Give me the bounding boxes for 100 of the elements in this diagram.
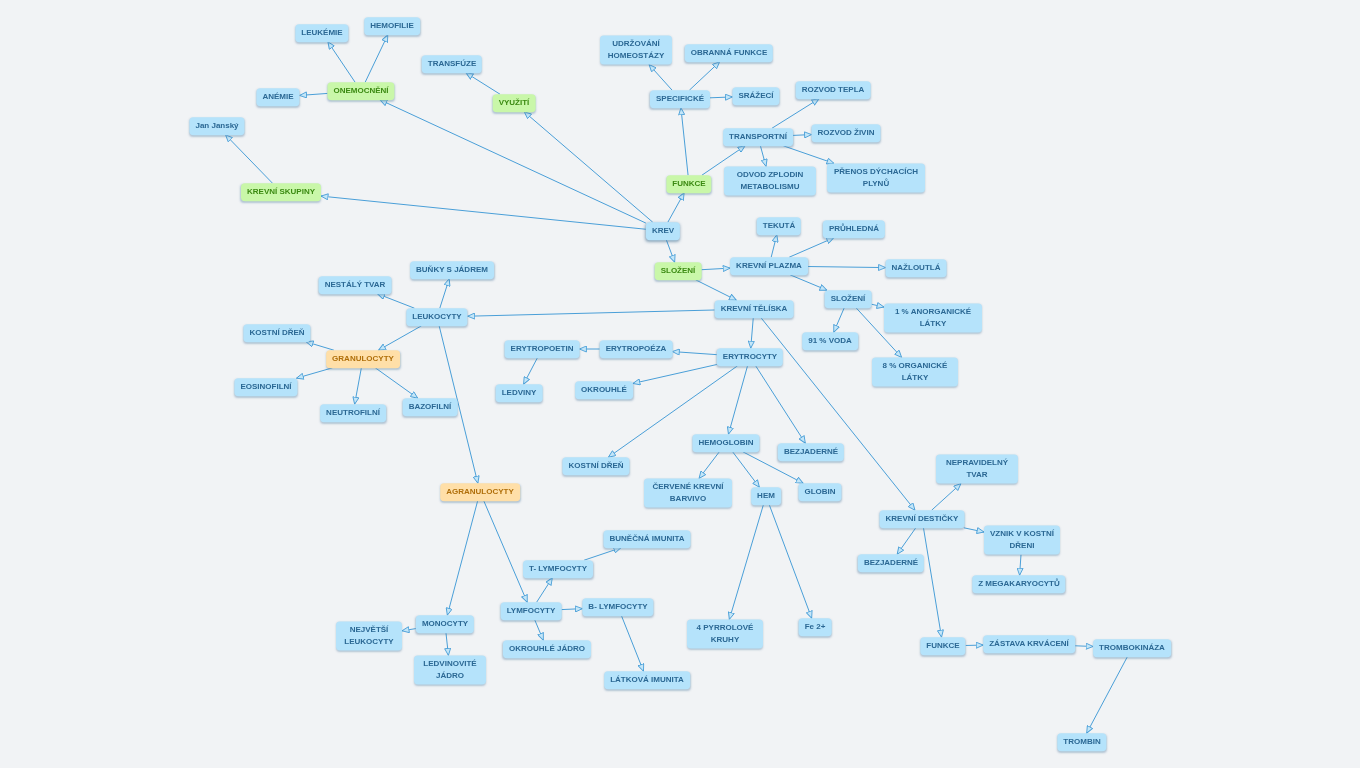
connector-arrow — [374, 367, 419, 399]
topic-box: LEDVINY — [495, 384, 543, 402]
connector-arrow — [483, 500, 528, 603]
connector-arrow — [709, 93, 733, 101]
connector-arrow — [1074, 642, 1094, 650]
connector-arrow — [922, 527, 944, 638]
connector-arrow — [807, 264, 887, 271]
topic-box: PRŮHLEDNÁ — [822, 220, 886, 238]
topic-box: UDRŽOVÁNÍ HOMEOSTÁZY — [600, 35, 672, 65]
connector-arrow — [768, 504, 813, 619]
topic-box: KREVNÍ DESTIČKY — [879, 510, 965, 528]
topic-box: SLOŽENÍ — [824, 290, 872, 308]
topic-box: NEUTROFILNÍ — [320, 404, 386, 422]
connector-arrow — [648, 64, 673, 91]
topic-box: GLOBIN — [798, 483, 842, 501]
connector-arrow — [378, 325, 422, 351]
connector-arrow — [327, 41, 356, 83]
topic-box: VYUŽITÍ — [492, 94, 536, 112]
connector-arrow — [855, 307, 903, 358]
topic-box: Z MEGAKARYOCYTŮ — [972, 575, 1066, 593]
topic-box: 1 % ANORGANICKÉ LÁTKY — [884, 303, 982, 333]
topic-box: TROMBIN — [1057, 733, 1107, 751]
connector-arrow — [621, 615, 645, 672]
connector-arrow — [467, 309, 716, 320]
topic-box: LEUKÉMIE — [295, 24, 349, 42]
topic-box: HEM — [751, 487, 781, 505]
topic-box: HEMOFILIE — [364, 17, 420, 35]
topic-box: SRÁŽECÍ — [732, 87, 780, 105]
topic-box: ČERVENÉ KREVNÍ BARVIVO — [644, 478, 732, 508]
topic-box: BEZJADERNÉ — [857, 554, 925, 572]
topic-box: HEMOGLOBIN — [692, 434, 760, 452]
connector-arrow — [225, 134, 273, 184]
connector-arrow — [747, 317, 755, 349]
topic-box: TROMBOKINÁZA — [1093, 639, 1171, 657]
connector-arrow — [732, 451, 760, 488]
topic-box: NEJVĚTŠÍ LEUKOCYTY — [336, 621, 402, 651]
topic-box: FUNKCE — [920, 637, 966, 655]
topic-box: TRANSPORTNÍ — [723, 128, 793, 146]
connector-arrow — [665, 239, 676, 263]
topic-box: ANÉMIE — [256, 88, 300, 106]
topic-box: AGRANULOCYTY — [440, 483, 520, 501]
topic-box: Jan Janský — [189, 117, 245, 135]
connector-arrow — [742, 451, 804, 484]
connector-arrow — [465, 72, 501, 95]
topic-box: 8 % ORGANICKÉ LÁTKY — [872, 357, 958, 387]
connector-arrow — [578, 345, 601, 353]
connector-arrow — [607, 365, 739, 458]
topic-box: Fe 2+ — [798, 618, 832, 636]
topic-box: OKROUHLÉ JÁDRO — [503, 640, 591, 658]
connector-arrow — [1086, 656, 1128, 734]
topic-box: ONEMOCNĚNÍ — [327, 82, 395, 100]
connector-arrow — [560, 605, 583, 613]
connector-arrow — [320, 193, 647, 230]
topic-box: TEKUTÁ — [756, 217, 802, 235]
topic-box: LEUKOCYTY — [406, 308, 468, 326]
topic-box: KOSTNÍ DŘEŇ — [562, 457, 630, 475]
connector-arrow — [401, 626, 417, 634]
topic-box: ERYTROCYTY — [716, 348, 784, 366]
connector-arrow — [701, 145, 746, 176]
topic-box: KREVNÍ PLAZMA — [730, 257, 808, 275]
topic-box: ZÁSTAVA KRVÁCENÍ — [983, 635, 1075, 653]
topic-box: BUŇKY S JÁDREM — [410, 261, 494, 279]
topic-box: PŘENOS DÝCHACÍCH PLYNŮ — [827, 163, 925, 193]
topic-box: T- LYMFOCYTY — [523, 560, 593, 578]
connector-arrow — [305, 340, 335, 351]
topic-box: SPECIFICKÉ — [650, 90, 710, 108]
topic-box: KREVNÍ TĚLÍSKA — [714, 300, 794, 318]
connector-arrow — [534, 619, 544, 641]
connector-arrow — [439, 278, 451, 309]
connector-arrow — [352, 367, 362, 405]
connector-arrow — [728, 504, 764, 620]
topic-box: MONOCYTY — [415, 615, 475, 633]
connector-arrow — [364, 34, 389, 83]
connector-arrow — [377, 293, 415, 309]
topic-box: NAŽLOUTLÁ — [885, 259, 947, 277]
connector-arrow — [299, 91, 328, 99]
connector-arrow — [379, 99, 647, 224]
topic-box: ERYTROPOETIN — [504, 340, 580, 358]
connector-arrow — [770, 234, 779, 258]
topic-box: VZNIK V KOSTNÍ DŘENI — [984, 525, 1060, 555]
topic-box: 4 PYRROLOVÉ KRUHY — [687, 619, 763, 649]
topic-box: ERYTROPOÉZA — [599, 340, 673, 358]
topic-box: OBRANNÁ FUNKCE — [684, 44, 774, 62]
connector-arrow — [965, 641, 984, 649]
connector-arrow — [698, 451, 720, 479]
connector-arrow — [771, 98, 820, 129]
connector-arrow — [536, 577, 553, 603]
connector-arrow — [695, 279, 737, 301]
connector-arrow — [523, 111, 654, 223]
topic-box: OKROUHLÉ — [575, 381, 633, 399]
connector-arrow — [896, 527, 917, 555]
central-topic: KREV — [645, 222, 681, 240]
topic-box: ROZVOD TEPLA — [795, 81, 871, 99]
topic-box: 91 % VODA — [802, 332, 858, 350]
connector-arrow — [759, 145, 768, 167]
connector-arrow — [760, 317, 916, 511]
connector-arrow — [870, 302, 885, 309]
topic-box: ODVOD ZPLODIN METABOLISMU — [724, 166, 816, 196]
topic-box: FUNKCE — [666, 175, 712, 193]
connector-arrow — [931, 483, 962, 511]
